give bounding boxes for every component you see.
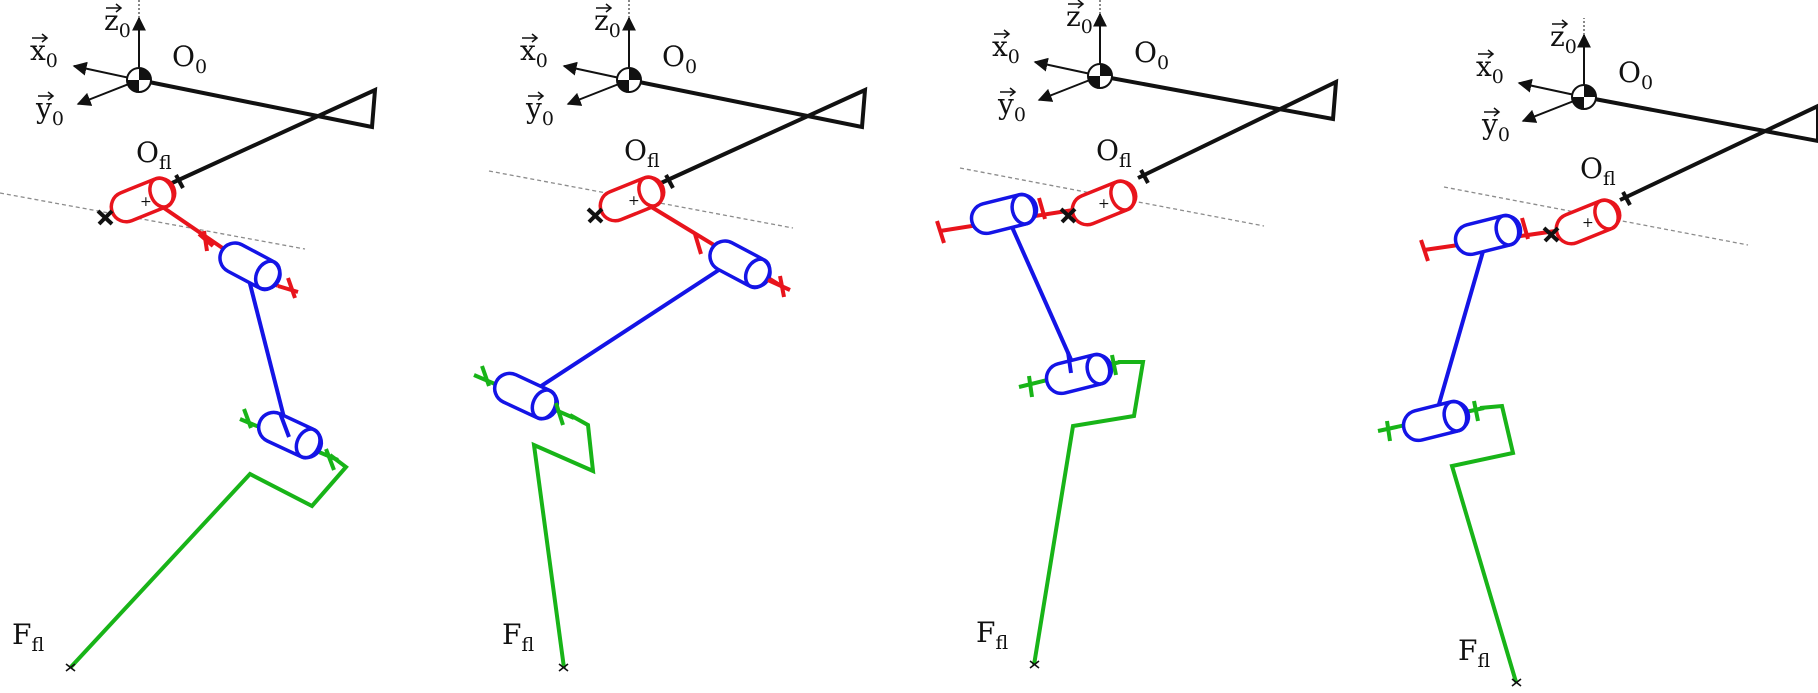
- hip-origin-label: Ofl: [624, 134, 660, 172]
- knee-joint: [239, 408, 339, 471]
- x0-label: x0: [30, 34, 58, 72]
- y0-label: y0: [525, 92, 554, 130]
- hip-origin-label: Ofl: [136, 136, 172, 174]
- origin-marker: [1087, 63, 1113, 89]
- thigh-link: [1435, 213, 1523, 412]
- vector-arrow-icon: [32, 33, 49, 43]
- body-frame: [138, 78, 378, 189]
- svg-text:+: +: [628, 193, 640, 209]
- z0-label: z0: [104, 4, 131, 42]
- z0-label: z0: [594, 4, 621, 42]
- z0-label: z0: [1550, 20, 1577, 58]
- shank-link: [1449, 403, 1522, 687]
- vector-arrow-icon: [994, 29, 1011, 39]
- svg-text:+: +: [1098, 196, 1110, 212]
- y0-label: y0: [35, 92, 64, 130]
- vector-arrow-icon: [1484, 107, 1501, 117]
- x0-label: x0: [520, 34, 548, 72]
- origin-label: O0: [662, 40, 697, 78]
- vector-arrow-icon: [1000, 87, 1017, 97]
- foot-label: Ffl: [976, 616, 1008, 654]
- body-frame: [1099, 74, 1339, 184]
- vector-arrow-icon: [528, 91, 545, 101]
- shank-link: [65, 453, 349, 672]
- origin-label: O0: [172, 40, 207, 78]
- y0-label: y0: [997, 88, 1026, 126]
- pose-3: +: [935, 0, 1339, 669]
- y0-label: y0: [1481, 108, 1510, 146]
- guide-line: [0, 192, 306, 250]
- vector-arrow-icon: [596, 3, 613, 13]
- knee-joint: [1018, 351, 1121, 398]
- knee-joint: [1377, 399, 1485, 443]
- body-frame: [628, 78, 868, 189]
- pose-2: +: [473, 0, 868, 672]
- hip-link: +: [935, 179, 1138, 244]
- hip-origin-label: Ofl: [1580, 152, 1616, 190]
- origin-marker: [126, 67, 152, 93]
- x0-label: x0: [992, 30, 1020, 68]
- vector-arrow-icon: [38, 91, 55, 101]
- shank-link: [531, 413, 596, 672]
- body-frame: [1583, 95, 1818, 206]
- foot-label: Ffl: [12, 618, 44, 656]
- origin-marker: [1571, 84, 1597, 110]
- x0-label: x0: [1476, 50, 1504, 88]
- vector-arrow-icon: [1478, 49, 1495, 59]
- foot-label: Ffl: [1458, 634, 1490, 672]
- origin-label: O0: [1134, 36, 1169, 74]
- knee-joint: [473, 365, 575, 426]
- foot-label: Ffl: [502, 618, 534, 656]
- svg-text:+: +: [1582, 215, 1594, 231]
- vector-arrow-icon: [522, 33, 539, 43]
- pose-1: +: [0, 0, 378, 672]
- vector-arrow-icon: [106, 3, 123, 13]
- z0-label: z0: [1066, 0, 1093, 38]
- pose-4: +: [1377, 18, 1818, 687]
- vector-arrow-icon: [1552, 19, 1569, 29]
- thigh-link: [530, 239, 791, 394]
- svg-text:+: +: [140, 194, 152, 210]
- vector-arrow-icon: [1068, 0, 1085, 9]
- origin-marker: [616, 67, 642, 93]
- origin-label: O0: [1618, 56, 1653, 94]
- thigh-link: [218, 241, 299, 438]
- shank-link: [1029, 360, 1146, 669]
- thigh-link: [969, 192, 1079, 374]
- hip-link: +: [1419, 198, 1622, 262]
- hip-origin-label: Ofl: [1096, 134, 1132, 172]
